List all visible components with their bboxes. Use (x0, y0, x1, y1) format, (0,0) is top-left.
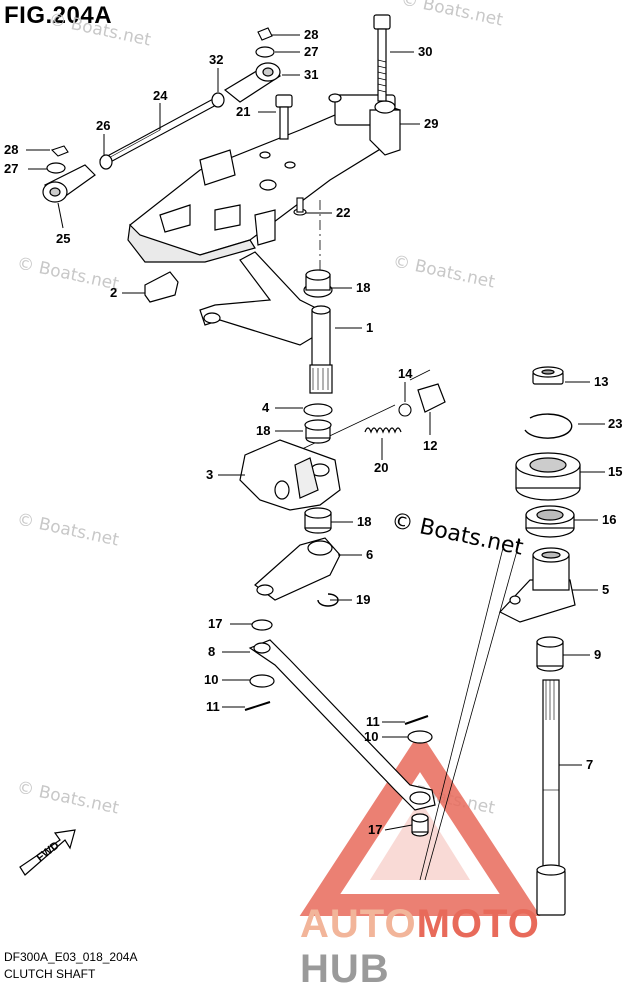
callout: 8 (208, 644, 215, 659)
callout: 16 (602, 512, 616, 527)
callout: 6 (366, 547, 373, 562)
callout: 20 (374, 460, 388, 475)
callout: 24 (153, 88, 168, 103)
spring-20 (364, 427, 402, 434)
washer-10 (407, 730, 433, 744)
bolt-21 (275, 94, 293, 140)
ball-14 (398, 403, 412, 417)
callout: 23 (608, 416, 622, 431)
lever-1 (199, 251, 333, 394)
pin-11 (244, 701, 271, 711)
screw-22 (293, 197, 307, 216)
rod-end-31 (223, 62, 282, 103)
housing-3 (239, 439, 341, 511)
callout: 5 (602, 582, 609, 597)
brand-part-moto: MOTO (416, 902, 540, 946)
washer-10 (249, 674, 275, 688)
clip-28 (50, 145, 69, 157)
callout: 28 (304, 27, 318, 42)
callout: 7 (586, 757, 593, 772)
nut-26 (99, 154, 113, 170)
callout: 1 (366, 320, 373, 335)
plug-13 (532, 366, 564, 385)
shaft-7 (536, 679, 566, 916)
callout: 18 (356, 280, 370, 295)
callout: 26 (96, 118, 110, 133)
callout: 9 (594, 647, 601, 662)
callout: 31 (304, 67, 318, 82)
ring-19 (317, 593, 339, 607)
callout: 32 (209, 52, 223, 67)
callout: 14 (398, 366, 413, 381)
washer-27 (46, 162, 66, 174)
bolt-30 (373, 14, 391, 102)
callout: 17 (368, 822, 382, 837)
callout: 29 (424, 116, 438, 131)
arm-6 (254, 537, 341, 601)
bushing-18 (304, 507, 332, 534)
callout: 19 (356, 592, 370, 607)
callout: 17 (208, 616, 222, 631)
callout: 18 (256, 423, 270, 438)
callout: 12 (423, 438, 437, 453)
callout: 2 (110, 285, 117, 300)
brand-part-hub: HUB (300, 947, 390, 991)
callout-labels: 28 27 32 31 30 24 21 29 26 28 27 25 22 2… (4, 27, 622, 837)
sleeve-12 (417, 383, 446, 413)
circlip-23 (524, 413, 573, 439)
callout: 27 (4, 161, 18, 176)
brand-triangle-logo (299, 731, 541, 916)
callout: 21 (236, 104, 250, 119)
washer-17 (251, 619, 273, 631)
figure-title: FIG.204A (4, 2, 113, 29)
brand-part-auto: AUTO (300, 902, 417, 946)
callout: 10 (204, 672, 218, 687)
bushing-18 (303, 269, 333, 298)
callout: 11 (366, 714, 380, 729)
washer-17 (411, 813, 429, 837)
washer-4 (303, 403, 333, 417)
figure-name: CLUTCH SHAFT (4, 967, 96, 981)
rod-8 (248, 639, 436, 811)
callout: 4 (262, 400, 270, 415)
rod-24 (99, 97, 219, 167)
callout: 27 (304, 44, 318, 59)
bracket-29 (127, 93, 401, 263)
bushing-9 (536, 636, 564, 672)
clip-28 (257, 27, 273, 41)
callout: 18 (357, 514, 371, 529)
callout: 15 (608, 464, 622, 479)
forward-arrow-icon: FWD (19, 829, 76, 876)
washer-27 (255, 46, 275, 58)
callout: 30 (418, 44, 432, 59)
leader-lines (26, 34, 605, 831)
bushing-18 (304, 419, 332, 444)
brand-wordmark: AUTOMOTO HUB (300, 902, 627, 992)
bracket-5 (499, 547, 576, 623)
callout: 28 (4, 142, 18, 157)
figure-code: DF300A_E03_018_204A (4, 950, 138, 964)
callout: 22 (336, 205, 350, 220)
callout: 25 (56, 231, 70, 246)
pin-11 (404, 715, 429, 725)
nut-32 (211, 92, 225, 108)
callout: 10 (364, 729, 378, 744)
callout: 11 (206, 699, 220, 714)
seal-16 (525, 505, 575, 538)
bearing-15 (515, 452, 581, 501)
holder-2 (144, 271, 179, 303)
callout: 13 (594, 374, 608, 389)
callout: 3 (206, 467, 213, 482)
rod-end-25 (42, 164, 96, 203)
